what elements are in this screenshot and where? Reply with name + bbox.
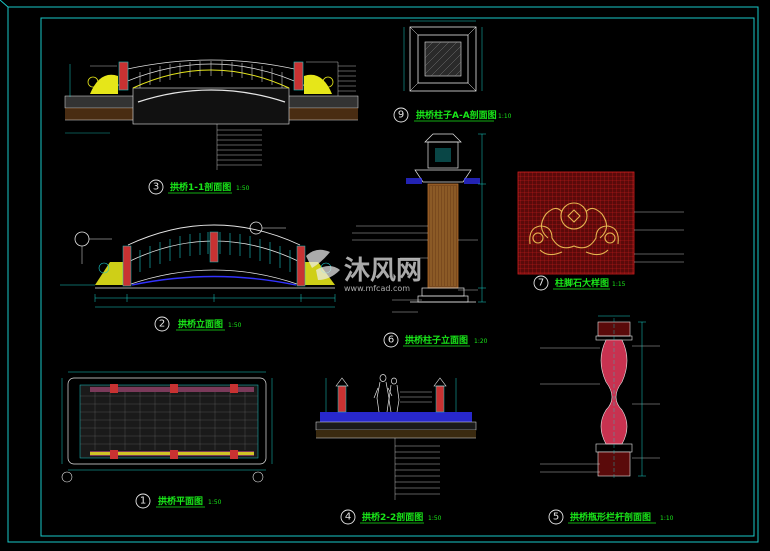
watermark-text: 沐风网 bbox=[344, 256, 422, 286]
drawing-scale: 1:50 bbox=[428, 515, 442, 522]
drawing-scale: 1:10 bbox=[660, 515, 674, 522]
watermark-url: www.mfcad.com bbox=[344, 284, 410, 293]
drawing-number: 5 bbox=[553, 512, 559, 523]
drawing-scale: 1:20 bbox=[474, 338, 488, 345]
drawing-title: 拱桥1-1剖面图 bbox=[170, 181, 231, 193]
drawing-title: 拱桥瓶形栏杆剖面图 bbox=[570, 511, 651, 523]
drawing-4-bridge-section bbox=[315, 374, 477, 500]
drawing-3-bridge-section bbox=[64, 59, 359, 170]
drawing-frame bbox=[0, 0, 759, 543]
drawing-scale: 1:50 bbox=[208, 499, 222, 506]
title-drawing-3: 3 拱桥1-1剖面图 1:50 bbox=[148, 179, 250, 195]
drawing-title: 拱桥柱子立面图 bbox=[405, 334, 468, 346]
drawing-9-column-section bbox=[403, 20, 483, 92]
drawing-number: 1 bbox=[140, 496, 146, 507]
drawing-6-column-elevation bbox=[352, 133, 486, 313]
watermark-logo-icon bbox=[306, 249, 340, 280]
drawing-7-foot-stone-detail bbox=[517, 171, 684, 275]
drawing-5-baluster-section bbox=[540, 315, 660, 480]
title-drawing-5: 5 拱桥瓶形栏杆剖面图 1:10 bbox=[548, 509, 674, 525]
drawing-scale: 1:50 bbox=[236, 185, 250, 192]
title-drawing-2: 2 拱桥立面图 1:50 bbox=[154, 316, 242, 332]
title-drawing-7: 7 柱脚石大样图 1:15 bbox=[533, 275, 626, 291]
drawing-number: 9 bbox=[398, 110, 404, 121]
drawing-title: 拱桥柱子A-A剖面图 bbox=[416, 109, 497, 121]
drawing-number: 6 bbox=[388, 335, 394, 346]
drawing-number: 3 bbox=[153, 182, 159, 193]
drawing-title: 拱桥平面图 bbox=[158, 495, 203, 507]
title-drawing-9: 9 拱桥柱子A-A剖面图 1:10 bbox=[393, 107, 512, 123]
drawing-title: 拱桥立面图 bbox=[178, 318, 223, 330]
title-drawing-1: 1 拱桥平面图 1:50 bbox=[135, 493, 222, 509]
drawing-title: 柱脚石大样图 bbox=[555, 277, 609, 289]
drawing-1-bridge-plan bbox=[61, 371, 273, 483]
title-drawing-4: 4 拱桥2-2剖面图 1:50 bbox=[340, 509, 442, 525]
drawing-scale: 1:10 bbox=[498, 113, 512, 120]
drawing-title: 拱桥2-2剖面图 bbox=[362, 511, 423, 523]
drawing-scale: 1:50 bbox=[228, 322, 242, 329]
drawing-2-bridge-elevation bbox=[60, 221, 336, 308]
drawing-scale: 1:15 bbox=[612, 281, 626, 288]
drawing-number: 2 bbox=[159, 319, 165, 330]
drawing-number: 7 bbox=[538, 278, 544, 289]
watermark: 沐风网 www.mfcad.com bbox=[306, 249, 422, 293]
title-drawing-6: 6 拱桥柱子立面图 1:20 bbox=[383, 332, 488, 348]
drawing-number: 4 bbox=[345, 512, 351, 523]
